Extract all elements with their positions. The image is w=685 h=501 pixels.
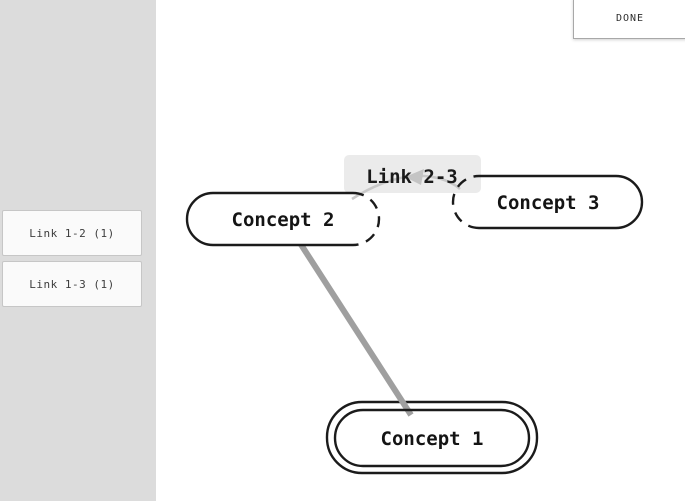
link-arrowhead-icon <box>405 169 424 185</box>
node-concept-1-outer-ring <box>325 400 539 475</box>
sidebar: Link 1-2 (1) Link 1-3 (1) <box>0 0 156 501</box>
node-concept-3-border <box>479 174 644 230</box>
done-button-label: DONE <box>615 13 645 24</box>
edge-concept2-concept1[interactable] <box>297 241 414 417</box>
node-concept-2-border <box>185 191 353 247</box>
node-label-concept-3[interactable]: Concept 3 <box>497 192 600 214</box>
node-label-concept-2[interactable]: Concept 2 <box>232 209 335 231</box>
sidebar-item-link-1-2[interactable]: Link 1-2 (1) <box>2 210 142 256</box>
node-concept-1-body[interactable] <box>333 408 531 468</box>
done-button[interactable]: DONE <box>573 0 685 39</box>
node-concept-3-border-dashed <box>451 174 480 230</box>
node-concept-3-body[interactable] <box>453 176 642 228</box>
link-label-2-3[interactable]: Link 2-3 <box>366 166 458 188</box>
sidebar-item-label: Link 1-3 (1) <box>29 277 115 291</box>
node-label-concept-1[interactable]: Concept 1 <box>381 428 484 450</box>
node-concept-2-body[interactable] <box>187 193 379 245</box>
sidebar-item-label: Link 1-2 (1) <box>29 226 115 240</box>
sidebar-item-link-1-3[interactable]: Link 1-3 (1) <box>2 261 142 307</box>
node-concept-2-border-dashed <box>352 191 381 247</box>
